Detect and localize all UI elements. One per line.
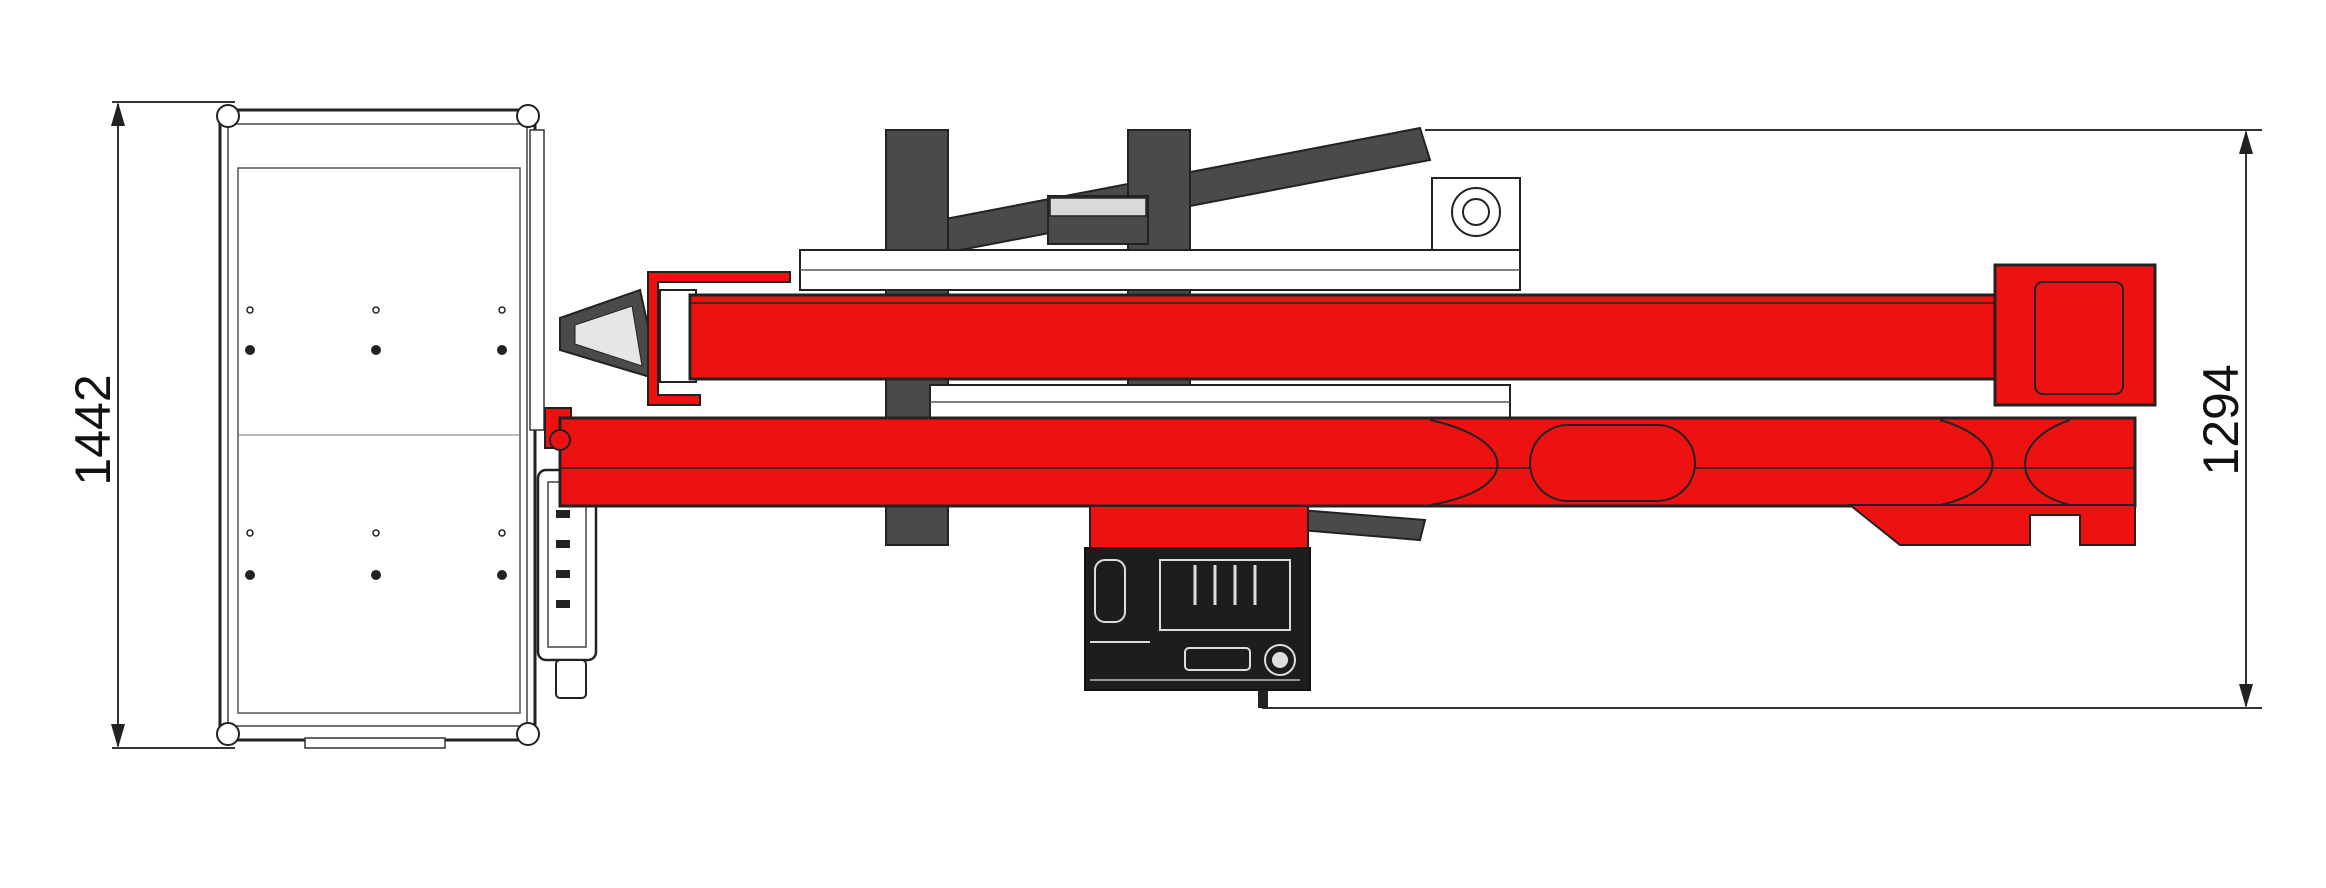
dim-overall-height-label: 1442 bbox=[65, 374, 121, 485]
bolt bbox=[371, 345, 381, 355]
panel-emergency-stop-inner bbox=[1272, 652, 1288, 668]
corner-post-bottom-right bbox=[516, 722, 540, 746]
panel-body bbox=[1084, 547, 1311, 691]
basket-gate bbox=[304, 737, 446, 749]
bolt bbox=[497, 345, 507, 355]
basket-rail bbox=[227, 123, 528, 727]
center-oval bbox=[1529, 424, 1696, 502]
gray-block-light bbox=[1049, 197, 1147, 217]
floor-bolts bbox=[245, 345, 507, 580]
panel-key-slot bbox=[1094, 559, 1126, 623]
upper-boom-body bbox=[688, 293, 2012, 381]
cylinder-inner bbox=[1462, 198, 1490, 226]
hole bbox=[498, 306, 506, 314]
upper-knuckle-plate bbox=[2034, 281, 2124, 395]
jib-bracket bbox=[647, 271, 791, 406]
lower-diagonal-stub bbox=[1299, 508, 1427, 542]
upper-boom bbox=[647, 263, 2157, 407]
dim-overall-arrow-top bbox=[111, 102, 125, 126]
bolt bbox=[245, 570, 255, 580]
panel-switch-row bbox=[1184, 647, 1251, 671]
platform-basket bbox=[216, 104, 598, 749]
panel-valve-box bbox=[1159, 559, 1291, 631]
linkage-right-b bbox=[2024, 419, 2071, 506]
corner-post-bottom-left bbox=[216, 722, 240, 746]
hole bbox=[498, 529, 506, 537]
bolt bbox=[497, 570, 507, 580]
dim-boom-height-label: 1294 bbox=[2193, 364, 2249, 475]
lower-boom-body bbox=[558, 416, 2137, 508]
dim-boom-arrow-bottom bbox=[2239, 684, 2253, 708]
lower-knuckle bbox=[1847, 504, 2136, 546]
switch bbox=[556, 510, 570, 518]
lower-boom bbox=[549, 416, 2137, 549]
hole bbox=[372, 529, 380, 537]
turret-base bbox=[1089, 505, 1309, 549]
connector-wedge-light bbox=[574, 305, 643, 367]
hole bbox=[246, 529, 254, 537]
basket-outer bbox=[218, 108, 537, 742]
hole bbox=[246, 306, 254, 314]
dimension-overall-height: 1442 bbox=[65, 101, 235, 749]
switch bbox=[556, 540, 570, 548]
hole bbox=[372, 306, 380, 314]
floor-holes bbox=[246, 306, 506, 537]
corner-post-top-right bbox=[516, 104, 540, 128]
panel-foot bbox=[1258, 690, 1268, 708]
switch bbox=[556, 600, 570, 608]
dimension-boom-height: 1294 bbox=[1262, 129, 2262, 709]
basket-floor bbox=[237, 167, 521, 714]
bolt bbox=[371, 570, 381, 580]
basket-side-rail bbox=[529, 129, 545, 431]
basket-control-switches bbox=[556, 510, 570, 608]
dim-overall-arrow-bottom bbox=[111, 724, 125, 748]
dim-boom-arrow-top bbox=[2239, 130, 2253, 154]
ground-control-panel bbox=[1084, 547, 1311, 708]
basket-control-plug bbox=[555, 659, 587, 699]
lower-boom-pivot bbox=[549, 429, 571, 451]
panel-valves bbox=[1193, 565, 1257, 605]
switch bbox=[556, 570, 570, 578]
panel-emergency-stop bbox=[1264, 644, 1296, 676]
bolt bbox=[245, 345, 255, 355]
linkage-right bbox=[1939, 419, 1994, 506]
corner-post-top-left bbox=[216, 104, 240, 128]
linkage-left bbox=[1429, 419, 1499, 506]
